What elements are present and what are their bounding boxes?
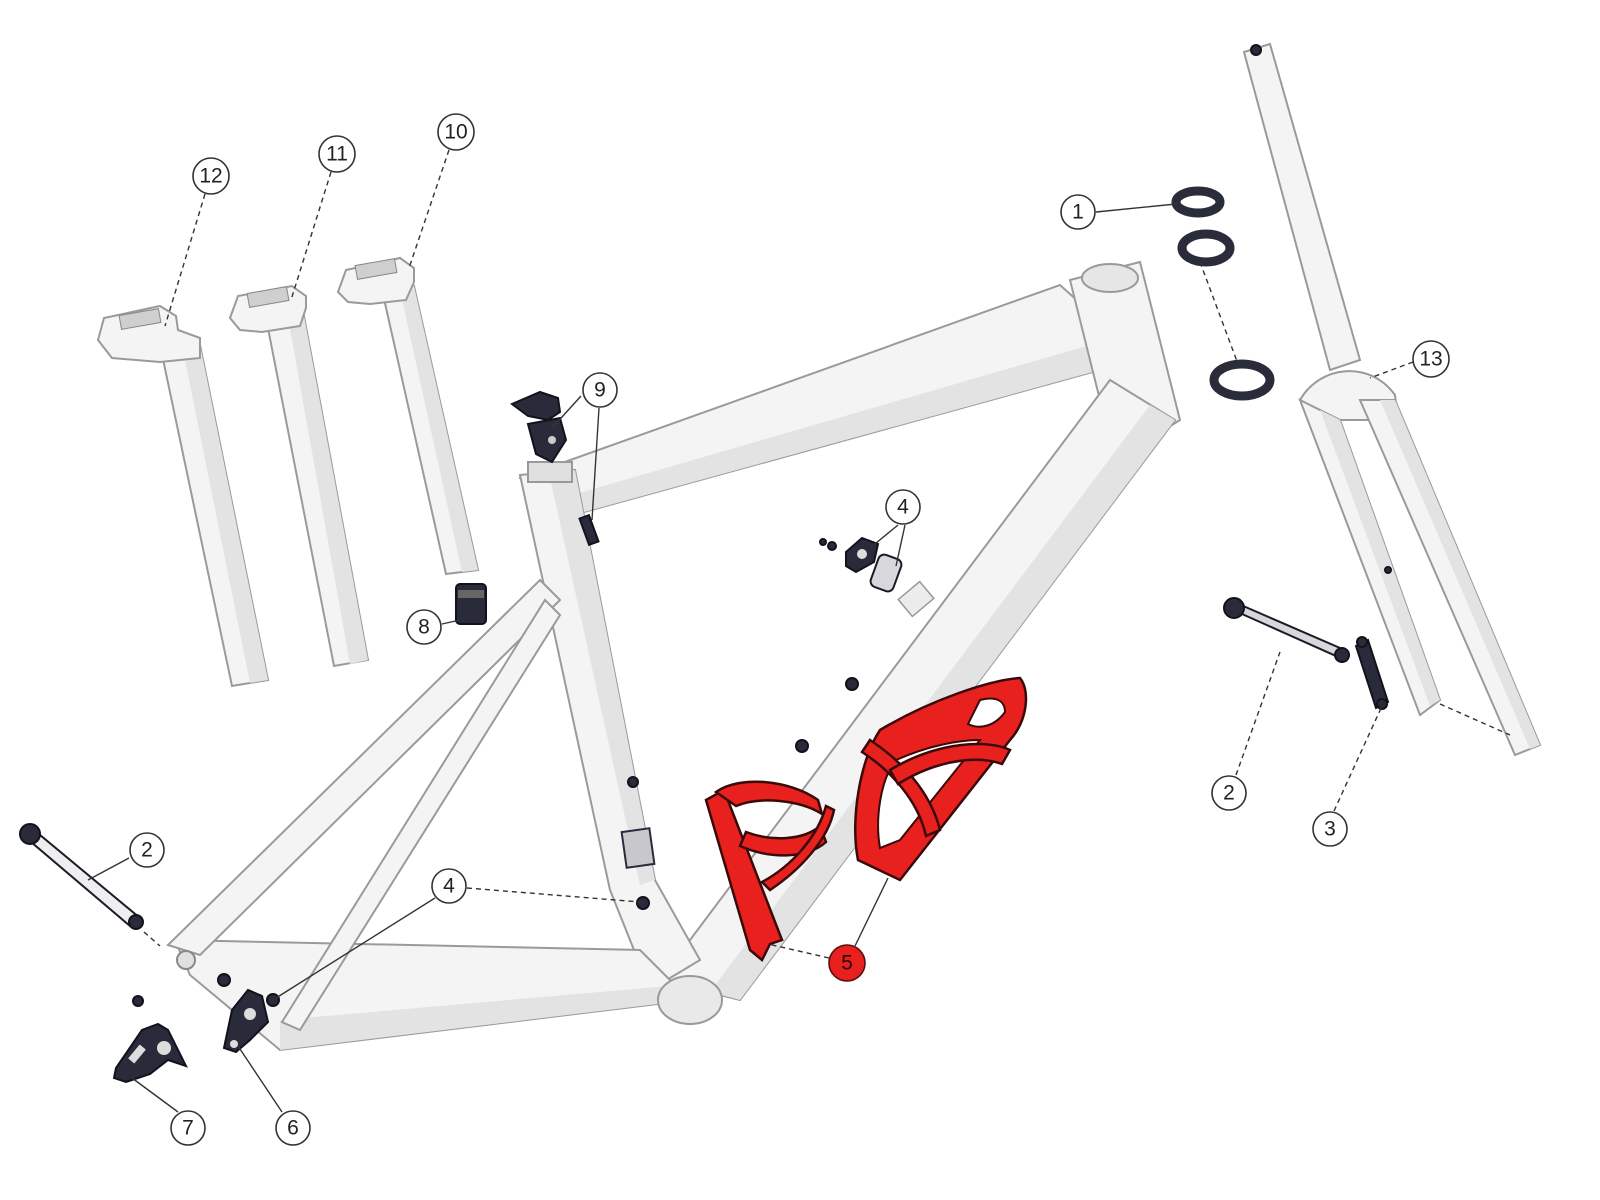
headset-bearings[interactable] xyxy=(1171,186,1275,401)
callout-label: 1 xyxy=(1072,201,1084,224)
callout-3[interactable]: 3 xyxy=(1312,811,1348,847)
callout-9[interactable]: 9 xyxy=(582,372,618,408)
derailleur-hanger-6[interactable] xyxy=(222,988,270,1054)
callout-circle xyxy=(406,609,442,645)
front-thru-axle[interactable] xyxy=(1223,597,1350,663)
callout-label: 4 xyxy=(443,875,455,898)
callout-10[interactable]: 10 xyxy=(437,113,475,151)
callout-label: 8 xyxy=(418,616,430,639)
rear-thru-axle[interactable] xyxy=(19,823,161,947)
callout-circle xyxy=(192,157,230,195)
cable-port-covers[interactable] xyxy=(819,536,903,593)
callout-label: 5 xyxy=(841,952,853,975)
callout-label: 10 xyxy=(444,121,467,144)
derailleur-hanger-7[interactable] xyxy=(112,995,188,1084)
frame-bolts[interactable] xyxy=(217,896,650,1007)
callout-circle xyxy=(828,944,866,982)
callout-12[interactable]: 12 xyxy=(192,157,230,195)
callout-circle xyxy=(1412,340,1450,378)
callout-label: 2 xyxy=(1223,782,1235,805)
seatpost-wedge[interactable] xyxy=(455,583,487,625)
callout-5-highlighted[interactable]: 5 xyxy=(828,944,866,982)
callout-label: 9 xyxy=(594,379,606,402)
callout-label: 12 xyxy=(199,165,222,188)
callout-circle xyxy=(170,1110,206,1146)
callout-label: 2 xyxy=(141,839,153,862)
callout-circle xyxy=(437,113,475,151)
callout-circle xyxy=(1060,194,1096,230)
seatpost-11[interactable] xyxy=(228,284,370,668)
callout-6[interactable]: 6 xyxy=(275,1110,311,1146)
callout-label: 6 xyxy=(287,1117,299,1140)
seatpost-clamp[interactable] xyxy=(510,390,600,547)
callout-label: 4 xyxy=(897,496,909,519)
callout-circle xyxy=(431,868,467,904)
seatpost-10[interactable] xyxy=(336,256,480,576)
seatpost-12[interactable] xyxy=(96,304,270,688)
callout-label: 11 xyxy=(326,143,348,166)
callout-4-bottom[interactable]: 4 xyxy=(431,868,467,904)
callout-circle xyxy=(1211,775,1247,811)
front-brake-adapter[interactable] xyxy=(1354,636,1390,710)
callout-circle xyxy=(275,1110,311,1146)
callout-circle xyxy=(885,489,921,525)
callout-circle xyxy=(318,135,356,173)
bottle-cage-1[interactable] xyxy=(704,780,836,962)
callout-label: 7 xyxy=(182,1117,194,1140)
callout-2-front-axle[interactable]: 2 xyxy=(1211,775,1247,811)
callout-circle xyxy=(1312,811,1348,847)
callout-11[interactable]: 11 xyxy=(318,135,356,173)
leader-lines xyxy=(87,149,1414,1113)
callout-label: 13 xyxy=(1419,348,1442,371)
callout-label: 3 xyxy=(1324,818,1336,841)
callout-circle xyxy=(129,832,165,868)
callout-7[interactable]: 7 xyxy=(170,1110,206,1146)
bike-frame[interactable] xyxy=(166,260,1182,1052)
fork[interactable] xyxy=(1242,42,1542,757)
callout-4-top[interactable]: 4 xyxy=(885,489,921,525)
callout-13[interactable]: 13 xyxy=(1412,340,1450,378)
callout-8[interactable]: 8 xyxy=(406,609,442,645)
callout-circle xyxy=(582,372,618,408)
bottle-cage-2[interactable] xyxy=(854,676,1028,882)
callout-2-rear-axle[interactable]: 2 xyxy=(129,832,165,868)
callout-1[interactable]: 1 xyxy=(1060,194,1096,230)
